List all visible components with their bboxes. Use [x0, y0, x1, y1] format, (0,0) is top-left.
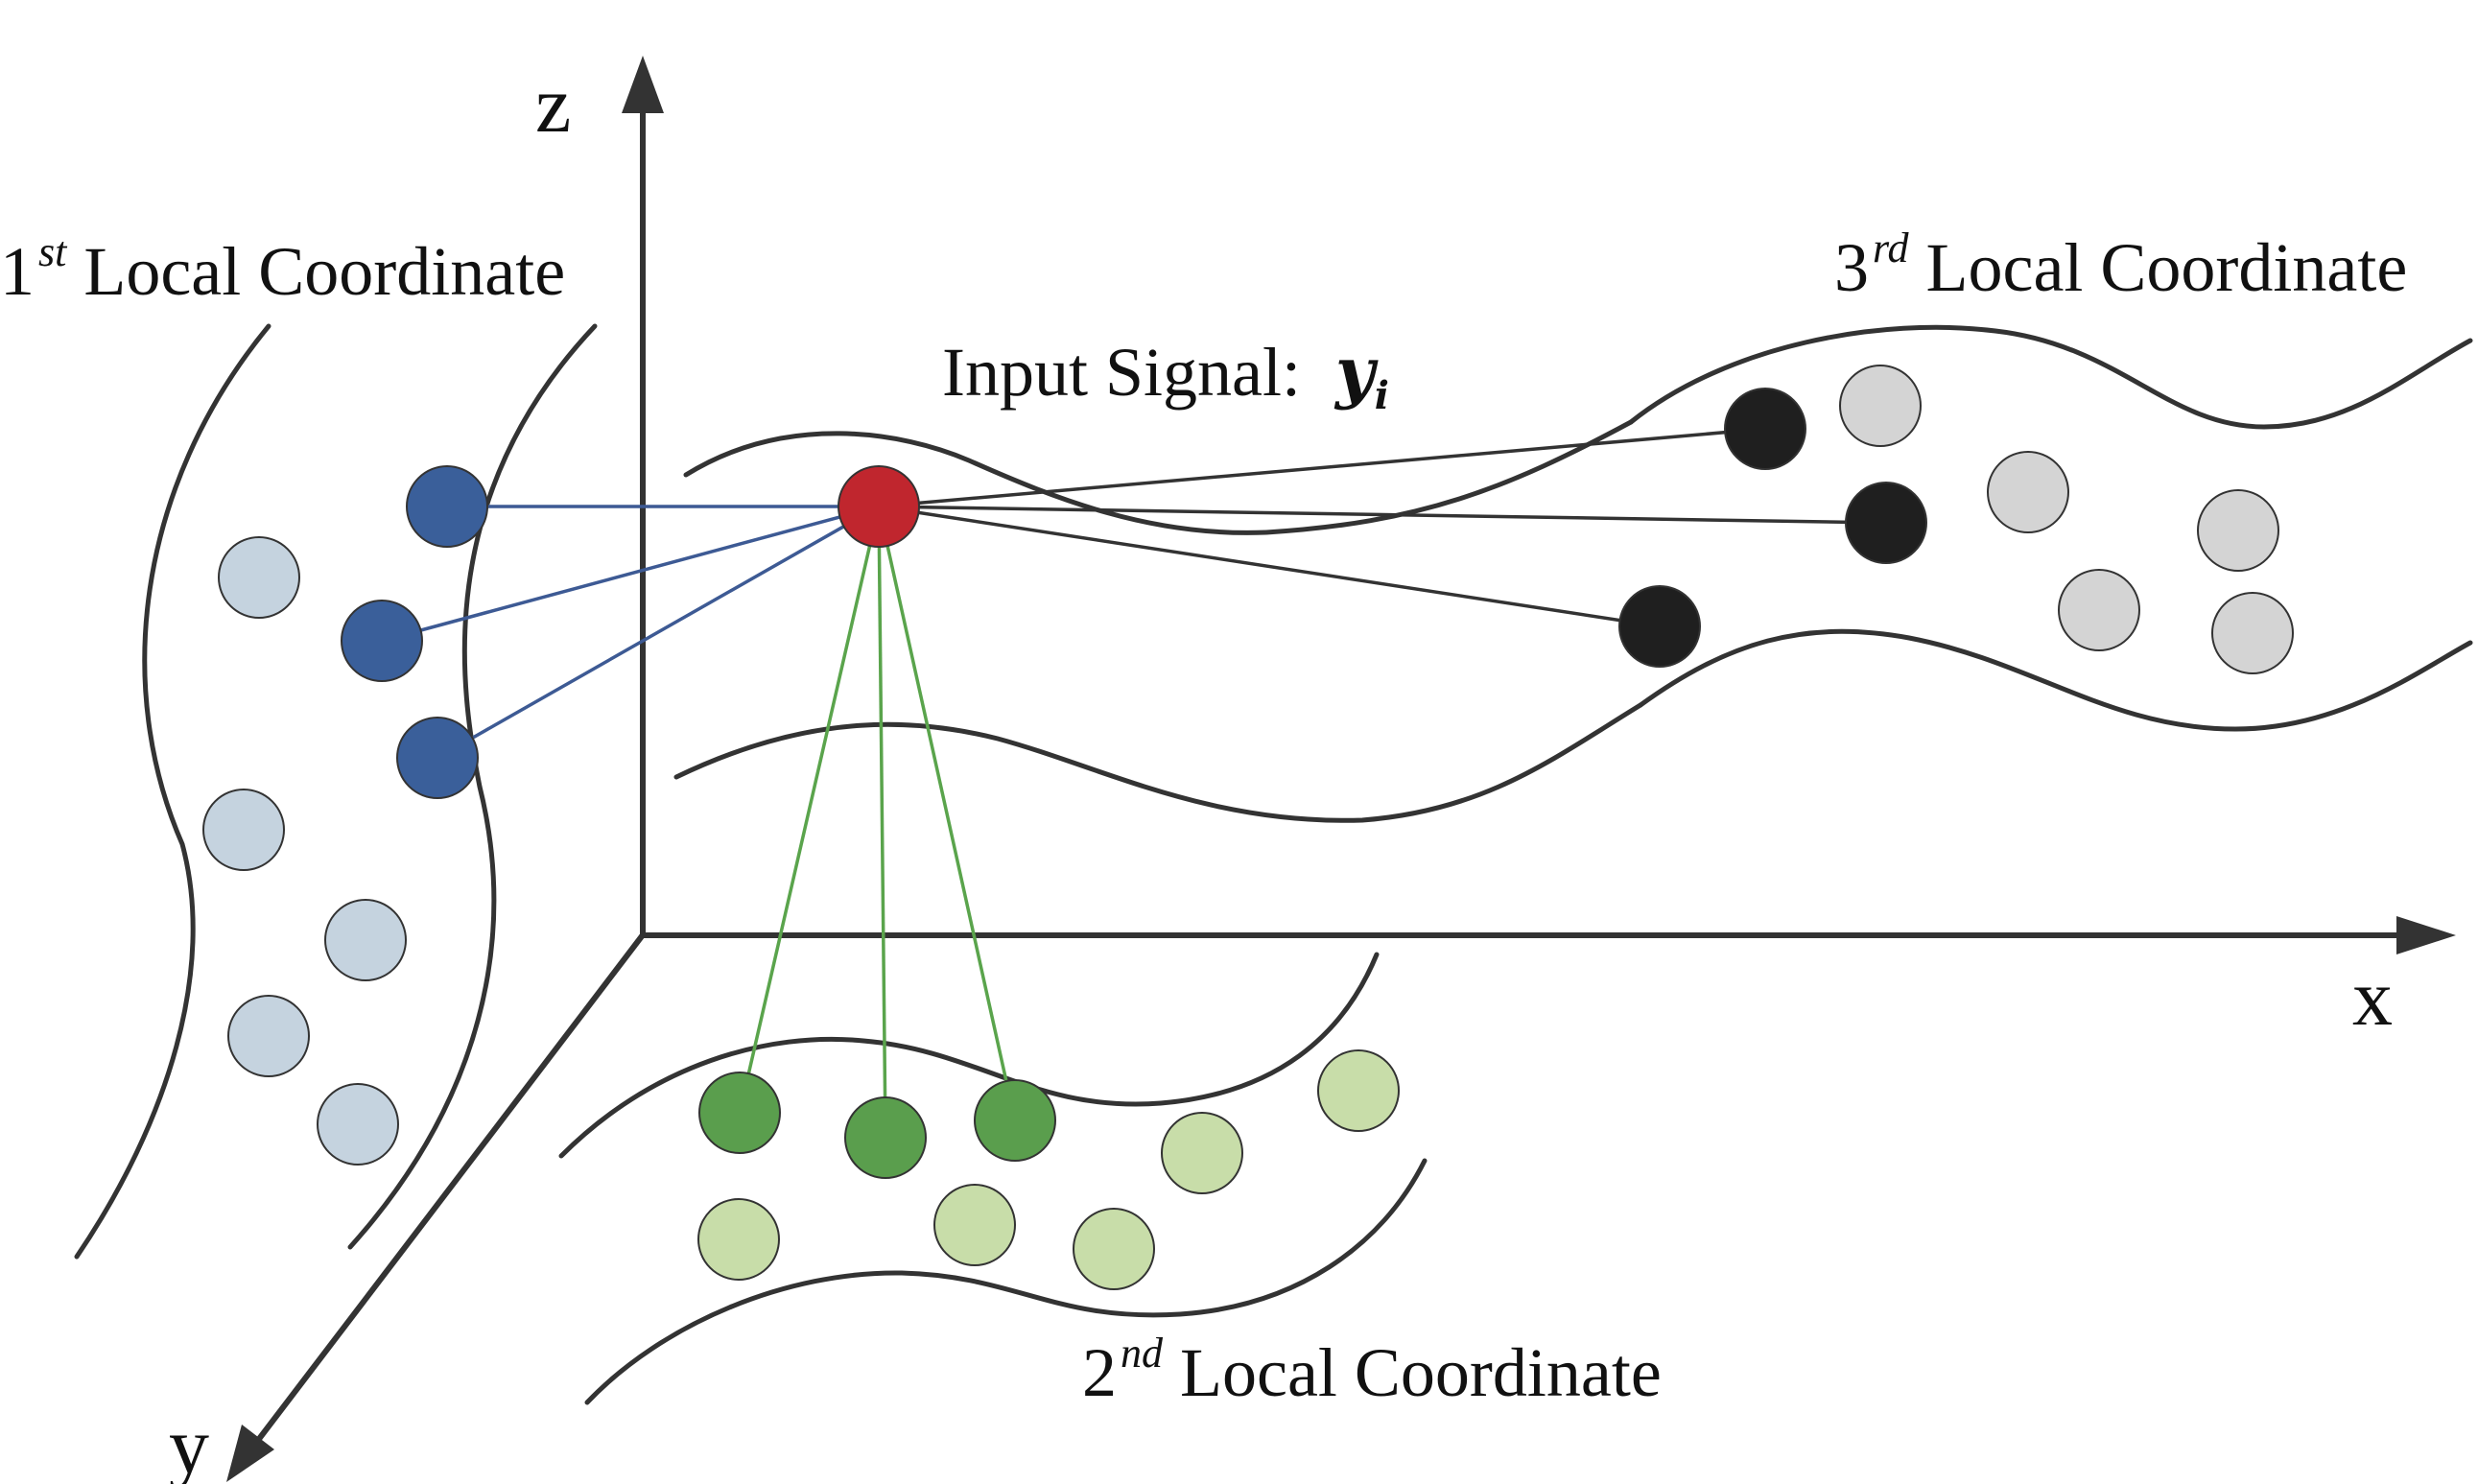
local3-bottom-curve [1638, 628, 2473, 732]
local3-top-curve [1628, 324, 2473, 430]
local3-active-node [1618, 585, 1701, 668]
local1-inactive-node [202, 789, 285, 871]
local1-nodes [202, 465, 488, 1166]
local2-active-node [698, 1072, 781, 1154]
input-signal-label-text: Input Signal: [942, 334, 1335, 411]
edge-to-local1 [437, 505, 880, 760]
local3-inactive-node [1987, 451, 2069, 533]
z-axis-arrowhead [622, 56, 664, 113]
local2-inactive-node [1161, 1112, 1243, 1194]
local1-active-node [341, 600, 423, 682]
local2-inactive-node [933, 1184, 1016, 1266]
y-axis-label: y [169, 1402, 209, 1484]
local3-nodes [1618, 365, 2294, 674]
y-axis-arrowhead [226, 1425, 274, 1482]
x-axis-arrowhead [2396, 916, 2456, 954]
local1-inactive-node [227, 995, 310, 1077]
edges-to-local3 [878, 427, 1887, 628]
local3-label: 3rd Local Coordinate [1834, 224, 2407, 306]
edge-to-local2 [877, 506, 1017, 1121]
local3-inactive-node [2058, 569, 2140, 651]
edge-to-local1 [381, 505, 880, 643]
local3-active-node [1724, 388, 1806, 470]
local2-inactive-node [1317, 1049, 1400, 1132]
local1-inactive-node [317, 1083, 399, 1166]
local1-inactive-node [218, 536, 300, 619]
center-bottom-curve [673, 702, 1643, 823]
z-axis-label: z [535, 60, 571, 150]
edges [381, 427, 1887, 1139]
edge-to-local3 [878, 427, 1766, 508]
local1-active-node [396, 717, 479, 799]
input-signal-node [838, 465, 920, 548]
local2-inactive-node [697, 1198, 780, 1281]
input-signal-symbol: y [1333, 332, 1379, 412]
local1-label-text: Local Coordinate [66, 233, 565, 310]
center-top-curve [683, 419, 1634, 535]
local3-inactive-node [2197, 489, 2279, 572]
local2-nodes [697, 1049, 1400, 1290]
input-signal-label: Input Signal: yi [942, 332, 1389, 418]
axes [226, 56, 2456, 1482]
local3-label-superscript: rd [1873, 224, 1909, 271]
edges-to-local1 [381, 505, 880, 760]
edge-to-local3 [878, 505, 1887, 525]
local1-label-superscript: st [38, 228, 68, 275]
local2-active-node [974, 1079, 1056, 1162]
local1-inner-curve [347, 323, 598, 1250]
local1-label: 1st Local Coordinate [0, 228, 565, 310]
local2-inactive-node [1073, 1208, 1155, 1290]
local1-label-number: 1 [0, 233, 35, 310]
local3-inactive-node [2211, 592, 2294, 674]
local3-label-text: Local Coordinate [1909, 229, 2408, 306]
local1-active-node [406, 465, 488, 548]
input-signal-subscript: i [1375, 373, 1389, 418]
local2-label-text: Local Coordinate [1163, 1334, 1662, 1411]
local2-bottom-curve [584, 1158, 1428, 1405]
local2-label-superscript: nd [1121, 1330, 1164, 1377]
y-axis-line [256, 930, 648, 1441]
local3-inactive-node [1839, 365, 1922, 447]
local2-label: 2nd Local Coordinate [1082, 1330, 1662, 1411]
manifold-boundaries [74, 323, 2473, 1405]
edge-to-local2 [738, 506, 881, 1114]
local3-label-number: 3 [1834, 229, 1869, 306]
edges-to-local2 [738, 506, 1017, 1139]
x-axis-label: x [2352, 954, 2393, 1043]
local2-top-curve [558, 952, 1380, 1159]
local1-outer-curve [74, 323, 271, 1260]
local2-active-node [844, 1096, 927, 1179]
local3-active-node [1845, 482, 1927, 564]
edge-to-local3 [878, 505, 1661, 628]
edge-to-local2 [877, 506, 887, 1139]
local1-inactive-node [324, 899, 407, 981]
local2-label-number: 2 [1082, 1334, 1117, 1411]
